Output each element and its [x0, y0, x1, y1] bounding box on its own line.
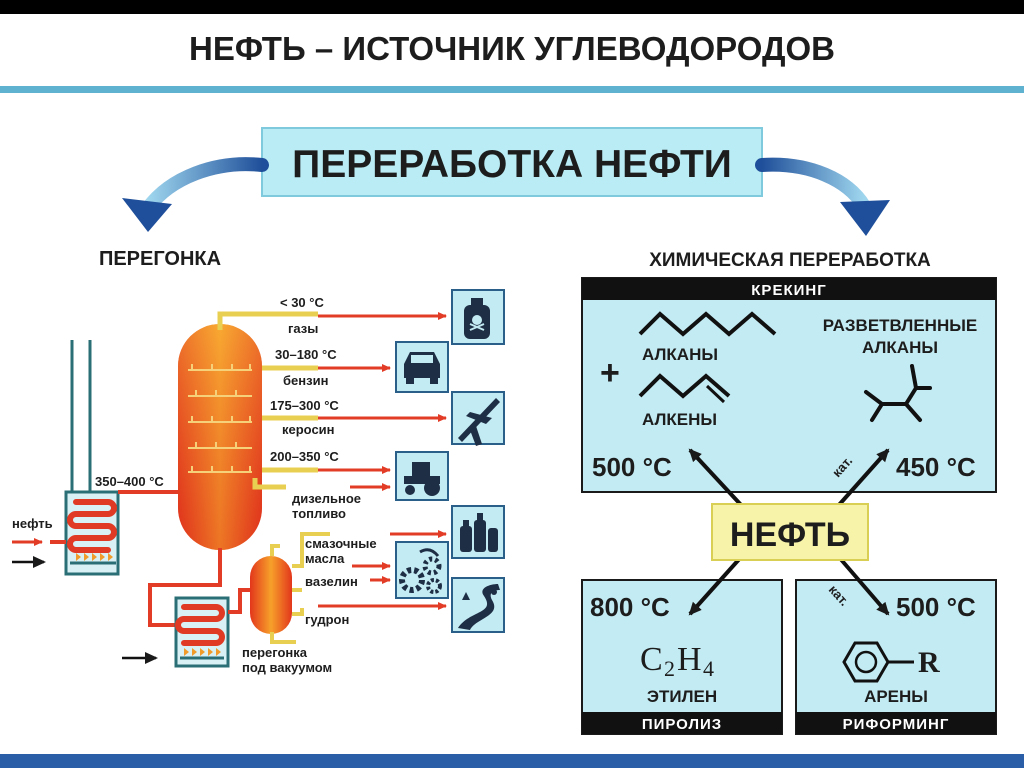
pyrolysis-temp: 800 °C — [590, 592, 670, 622]
fraction-lube-oil: смазочные масла — [292, 530, 447, 570]
top-frame — [0, 0, 1024, 14]
pyrolysis-bar-label: ПИРОЛИЗ — [642, 716, 722, 733]
car-icon — [395, 341, 449, 393]
arrow-to-cracking — [688, 448, 744, 508]
alkanes-label: АЛКАНЫ — [642, 345, 718, 364]
fraction-gasoline-name: бензин — [283, 373, 328, 388]
fraction-gasoline-temp: 30–180 °C — [275, 347, 337, 362]
fraction-gas-name: газы — [288, 321, 318, 336]
ethylene-formula: C 2 H 4 — [640, 641, 714, 681]
formula-sub-4: 4 — [703, 656, 714, 681]
tractor-icon — [395, 451, 449, 501]
vacuum-label-1: перегонка — [242, 645, 308, 660]
furnace — [64, 340, 120, 576]
fraction-gasoline: 30–180 °C бензин — [262, 347, 391, 388]
reforming-temp: 500 °C — [896, 592, 976, 622]
left-curve-arrow — [122, 157, 269, 232]
branched-temp: 450 °C — [896, 452, 976, 482]
fraction-vaseline-name: вазелин — [305, 574, 358, 589]
pyrolysis-block: ПИРОЛИЗ — [581, 579, 783, 735]
fraction-lube-name-2: масла — [305, 551, 345, 566]
page-title: НЕФТЬ – ИСТОЧНИК УГЛЕВОДОРОДОВ — [189, 30, 835, 67]
alkenes-label: АЛКЕНЫ — [642, 410, 717, 429]
fraction-tar: гудрон — [292, 602, 447, 627]
alkene-chain-icon — [638, 373, 731, 404]
fraction-diesel-name-1: дизельное — [292, 491, 361, 506]
benzene-ring-icon — [842, 641, 914, 683]
vacuum-column — [250, 556, 292, 634]
road-icon — [451, 577, 505, 633]
airplane-icon — [451, 391, 505, 446]
fraction-gas: < 30 °C газы — [217, 295, 447, 336]
fraction-vaseline: вазелин — [292, 574, 391, 592]
formula-c: C — [640, 641, 663, 678]
alkane-chain-icon — [638, 311, 777, 337]
vacuum-furnace — [174, 596, 230, 668]
branched-label-2: АЛКАНЫ — [862, 338, 938, 357]
column-trays — [188, 364, 252, 473]
arenes-label: АРЕНЫ — [864, 687, 928, 706]
reforming-block: РИФОРМИНГ — [795, 579, 997, 735]
furnace-temp: 350–400 °C — [95, 474, 164, 489]
reforming-bar-label: РИФОРМИНГ — [843, 716, 950, 733]
fraction-tar-name: гудрон — [305, 612, 349, 627]
arrow-to-pyrolysis — [688, 554, 744, 616]
distillation-heading: ПЕРЕГОНКА — [99, 248, 221, 270]
oil-can-icon — [451, 505, 505, 559]
fraction-diesel-name-2: топливо — [292, 506, 346, 521]
feed-label: нефть — [12, 516, 53, 531]
center-title: ПЕРЕРАБОТКА НЕФТИ — [292, 143, 732, 186]
oil-center-label: НЕФТЬ — [730, 516, 850, 554]
fraction-diesel-temp: 200–350 °C — [270, 449, 339, 464]
cracking-plus: + — [600, 354, 620, 392]
right-curve-arrow — [755, 157, 890, 236]
fraction-diesel: 200–350 °C дизельное топливо — [252, 449, 391, 521]
cracking-temp: 500 °C — [592, 452, 672, 482]
fraction-lube-name-1: смазочные — [305, 536, 377, 551]
vacuum-label-2: под вакуумом — [242, 660, 332, 675]
chemical-heading: ХИМИЧЕСКАЯ ПЕРЕРАБОТКА — [649, 250, 931, 271]
fraction-kerosene-temp: 175–300 °C — [270, 398, 339, 413]
oil-center-box — [711, 503, 869, 561]
vacuum-furnace-to-column-pipe — [228, 588, 250, 614]
bottom-stripe — [0, 754, 1024, 768]
gas-bottle-icon — [451, 289, 505, 345]
branched-alkane-icon — [864, 364, 932, 422]
center-title-box — [261, 127, 763, 197]
substituent-r: R — [918, 646, 940, 679]
fraction-gas-temp: < 30 °C — [280, 295, 324, 310]
branched-label-1: РАЗВЕТВЛЕННЫЕ — [823, 316, 977, 335]
cracking-bar-label: КРЕКИНГ — [751, 282, 826, 299]
fraction-kerosene-name: керосин — [282, 422, 335, 437]
formula-h: H — [677, 641, 702, 678]
arrow-to-reforming — [836, 554, 890, 616]
title-underline — [0, 86, 1024, 93]
column-bottom-pipe — [148, 548, 222, 627]
formula-sub-2: 2 — [664, 656, 675, 681]
arrow-to-branched — [836, 448, 890, 508]
gears-icon — [395, 541, 449, 599]
fraction-kerosene: 175–300 °C керосин — [262, 398, 447, 437]
ethylene-label: ЭТИЛЕН — [647, 687, 717, 706]
